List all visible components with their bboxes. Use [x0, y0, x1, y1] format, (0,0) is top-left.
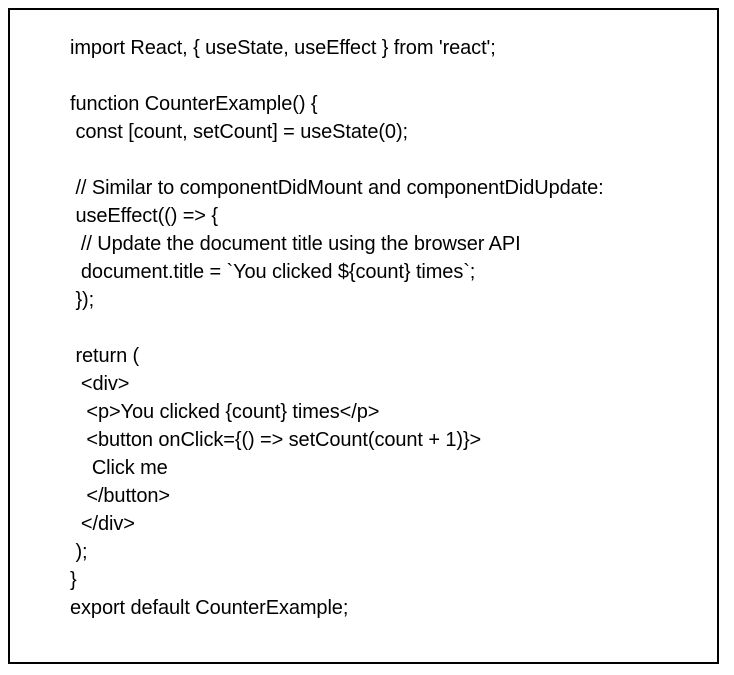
code-block: import React, { useState, useEffect } fr…: [70, 34, 604, 622]
code-line: import React, { useState, useEffect } fr…: [70, 37, 496, 59]
code-line: </button>: [70, 485, 170, 507]
code-line: // Update the document title using the b…: [70, 233, 521, 255]
code-line: );: [70, 541, 88, 563]
code-line: const [count, setCount] = useState(0);: [70, 121, 408, 143]
code-line: [70, 146, 604, 174]
code-line: useEffect(() => {: [70, 205, 218, 227]
code-line: </div>: [70, 513, 135, 535]
code-line: });: [70, 289, 95, 311]
code-line: return (: [70, 345, 140, 367]
code-line: function CounterExample() {: [70, 93, 318, 115]
code-line: <button onClick={() => setCount(count + …: [70, 429, 482, 451]
code-line: // Similar to componentDidMount and comp…: [70, 177, 604, 199]
code-line: Click me: [70, 457, 168, 479]
code-snippet-frame: import React, { useState, useEffect } fr…: [8, 8, 719, 664]
code-line: [70, 62, 604, 90]
code-line: <div>: [70, 373, 130, 395]
code-line: document.title = `You clicked ${count} t…: [70, 261, 476, 283]
code-line: }: [70, 569, 77, 591]
code-line: <p>You clicked {count} times</p>: [70, 401, 380, 423]
code-line: export default CounterExample;: [70, 597, 349, 619]
code-line: [70, 314, 604, 342]
